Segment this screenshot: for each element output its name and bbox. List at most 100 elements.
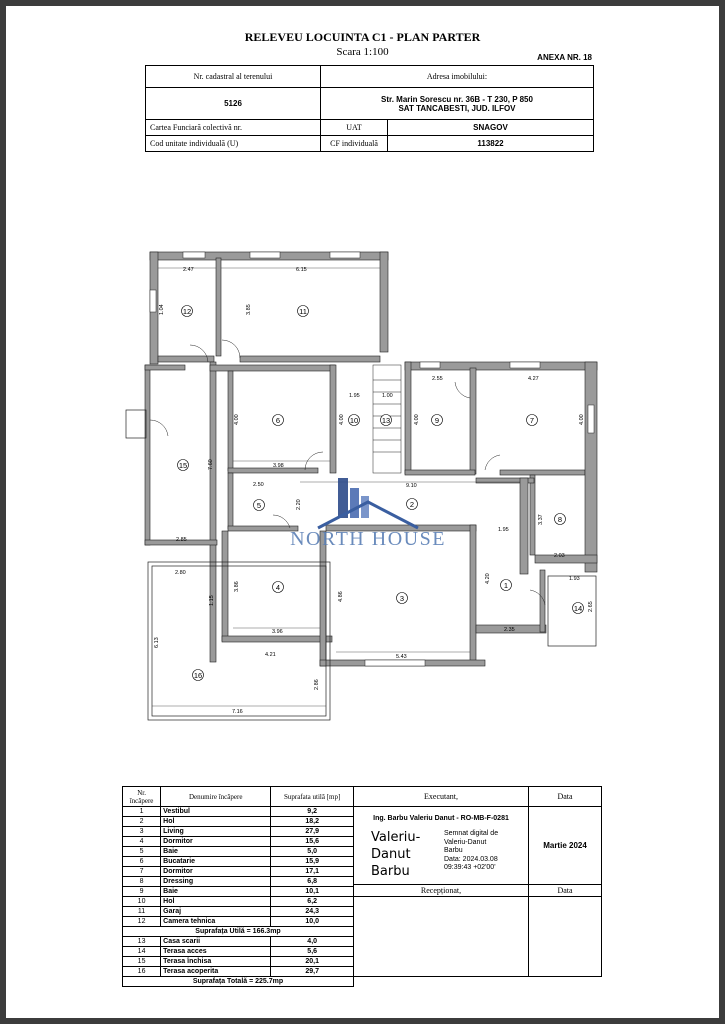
dim-label: 4.00 bbox=[579, 414, 585, 425]
room-nr: 4 bbox=[121, 836, 162, 847]
dim-label: 3.37 bbox=[538, 514, 544, 525]
room-label-3: 3 bbox=[396, 592, 408, 604]
room-nr: 9 bbox=[121, 886, 162, 897]
dim-label: 1.04 bbox=[159, 304, 165, 315]
room-label-12: 12 bbox=[181, 305, 193, 317]
dim-label: 2.85 bbox=[176, 537, 187, 543]
room-area: 24,3 bbox=[270, 906, 354, 917]
property-table: Nr. cadastral al terenului Adresa imobil… bbox=[145, 65, 594, 152]
room-nr: 1 bbox=[121, 806, 162, 817]
room-name: Baie bbox=[160, 846, 272, 857]
dim-label: 1.95 bbox=[349, 393, 360, 399]
room-name: Dressing bbox=[160, 876, 272, 887]
room-label-1: 1 bbox=[500, 579, 512, 591]
address-line-2: SAT TANCABESTI, JUD. ILFOV bbox=[398, 103, 516, 113]
room-name: Vestibul bbox=[160, 806, 272, 817]
room-name: Baie bbox=[160, 886, 272, 897]
date-value: Martie 2024 bbox=[528, 806, 602, 885]
room-area: 10,1 bbox=[270, 886, 354, 897]
svg-text:1: 1 bbox=[504, 581, 508, 590]
room-area: 10,0 bbox=[270, 916, 354, 927]
page-title: RELEVEU LOCUINTA C1 - PLAN PARTER bbox=[244, 30, 481, 44]
signature-line: Danut bbox=[371, 847, 411, 862]
room-nr: 16 bbox=[121, 966, 162, 977]
svg-text:11: 11 bbox=[299, 307, 307, 316]
room-area: 17,1 bbox=[270, 866, 354, 877]
signature-meta-line: 09:39:43 +02'00' bbox=[444, 864, 496, 872]
dim-label: 2.80 bbox=[175, 570, 186, 576]
svg-text:4: 4 bbox=[276, 583, 280, 592]
room-label-13: 13 bbox=[380, 414, 392, 426]
room-area: 15,6 bbox=[270, 836, 354, 847]
room-label-11: 11 bbox=[297, 305, 309, 317]
room-nr: 7 bbox=[121, 866, 162, 877]
dim-label: 1.15 bbox=[209, 595, 215, 606]
svg-text:8: 8 bbox=[558, 515, 562, 524]
cf-individuala-value: 113822 bbox=[387, 135, 594, 152]
dim-label: 4.27 bbox=[528, 376, 539, 382]
watermark-text: NORTH HOUSE bbox=[290, 528, 446, 550]
signature-meta-line: Data: 2024.03.08 bbox=[444, 855, 498, 863]
svg-text:10: 10 bbox=[350, 416, 358, 425]
receptionat-cell bbox=[353, 896, 529, 977]
data-label: Data bbox=[528, 786, 602, 807]
room-label-8: 8 bbox=[554, 513, 566, 525]
dim-label: 7.16 bbox=[232, 709, 243, 715]
dim-label: 9.10 bbox=[406, 483, 417, 489]
room-area: 5,6 bbox=[270, 946, 354, 957]
col-header-area: Suprafata utilă [mp] bbox=[270, 786, 354, 807]
dim-label: 6.15 bbox=[296, 267, 307, 273]
room-label-2: 2 bbox=[406, 498, 418, 510]
annex-label: ANEXA NR. 18 bbox=[537, 53, 592, 62]
room-name: Dormitor bbox=[160, 836, 272, 847]
subtotal-row: Suprafața Utilă = 166.3mp bbox=[122, 926, 354, 937]
dim-label: 2.47 bbox=[183, 267, 194, 273]
dim-label: 4.20 bbox=[485, 573, 491, 584]
dim-label: 5.43 bbox=[396, 654, 407, 660]
rooms-table: Nr. încăpere Denumire încăpere Suprafata… bbox=[121, 786, 354, 987]
receptionat-label: Recepționat, bbox=[353, 884, 529, 897]
dim-label: 4.00 bbox=[414, 414, 420, 425]
room-name: Casa scarii bbox=[160, 936, 272, 947]
room-label-5: 5 bbox=[253, 499, 265, 511]
dim-label: 3.85 bbox=[246, 304, 252, 315]
room-label-14: 14 bbox=[572, 602, 584, 614]
col-header-nr: Nr. încăpere bbox=[121, 786, 162, 807]
address-value: Str. Marin Sorescu nr. 36B - T 230, P 85… bbox=[320, 87, 594, 120]
signature-meta-line: Barbu bbox=[444, 847, 463, 855]
room-nr: 13 bbox=[121, 936, 162, 947]
signature-line: Barbu bbox=[371, 864, 410, 879]
dim-label: 2.35 bbox=[504, 627, 515, 633]
dim-label: 2.20 bbox=[296, 499, 302, 510]
room-nr: 10 bbox=[121, 896, 162, 907]
room-label-7: 7 bbox=[526, 414, 538, 426]
dim-label: 4.00 bbox=[234, 414, 240, 425]
room-name: Camera tehnica bbox=[160, 916, 272, 927]
dim-label: 3.86 bbox=[234, 581, 240, 592]
room-nr: 2 bbox=[121, 816, 162, 827]
dim-label: 4.00 bbox=[339, 414, 345, 425]
room-name: Dormitor bbox=[160, 866, 272, 877]
dimension-labels: 2.47 6.15 1.04 3.85 1.95 1.00 2.55 4.27 … bbox=[154, 267, 594, 715]
svg-text:14: 14 bbox=[574, 604, 582, 613]
room-area: 5,0 bbox=[270, 846, 354, 857]
room-label-15: 15 bbox=[177, 459, 189, 471]
svg-text:9: 9 bbox=[435, 416, 439, 425]
dimension-lines bbox=[152, 267, 520, 707]
room-name: Hol bbox=[160, 896, 272, 907]
dim-label: 4.21 bbox=[265, 652, 276, 658]
svg-text:15: 15 bbox=[179, 461, 187, 470]
room-label-16: 16 bbox=[192, 669, 204, 681]
receptionat-date-cell bbox=[528, 896, 602, 977]
room-name: Garaj bbox=[160, 906, 272, 917]
address-line-1: Str. Marin Sorescu nr. 36B - T 230, P 85… bbox=[381, 94, 533, 104]
